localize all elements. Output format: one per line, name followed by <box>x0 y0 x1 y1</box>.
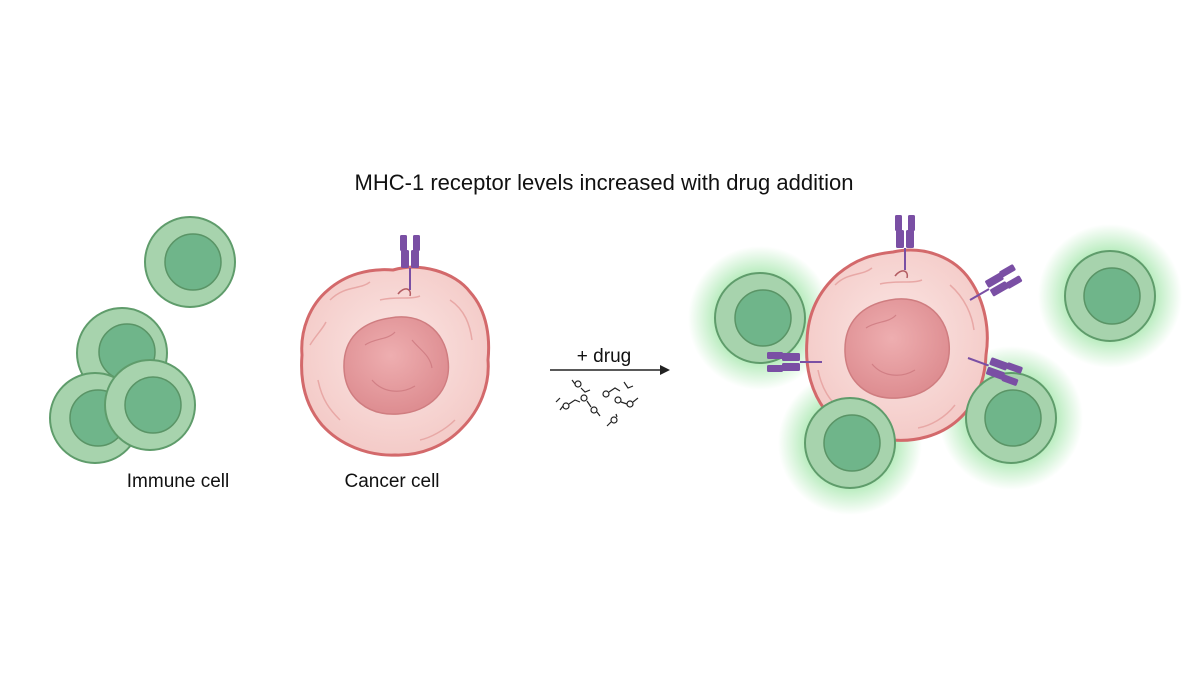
immune-cell-label: Immune cell <box>127 471 229 492</box>
immune-cell-icon <box>1064 250 1156 342</box>
diagram-title: MHC-1 receptor levels increased with dru… <box>355 170 854 195</box>
cancer-cell-label: Cancer cell <box>344 471 439 492</box>
immune-cell-icon <box>714 272 806 364</box>
cancer-cell-icon <box>805 248 989 442</box>
immune-cell-icon <box>104 359 196 451</box>
immune-cell-icon <box>965 372 1057 464</box>
drug-label: + drug <box>577 346 631 367</box>
immune-cell-group <box>49 216 236 464</box>
drug-molecule-icon <box>555 379 639 427</box>
immune-cell-icon <box>804 397 896 489</box>
cancer-cell-icon <box>300 265 491 457</box>
arrow-icon <box>550 365 670 375</box>
immune-cell-icon <box>144 216 236 308</box>
